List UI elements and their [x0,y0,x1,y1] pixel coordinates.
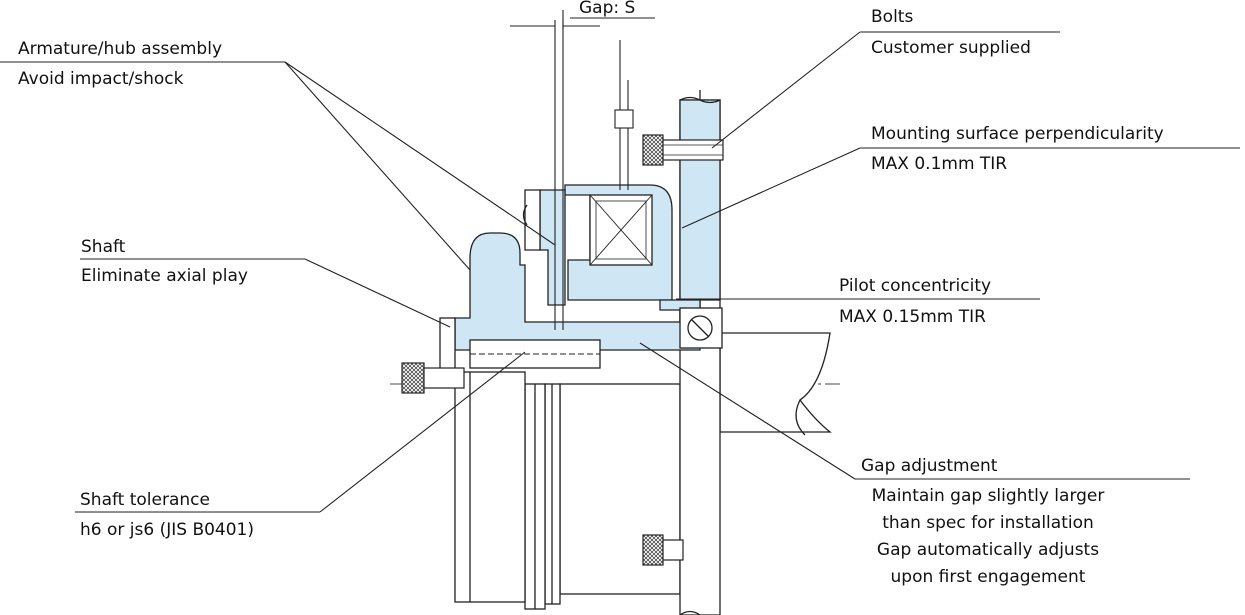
pilot-note: MAX 0.15mm TIR [839,307,986,327]
gap-label: Gap: S [579,0,636,18]
lead-wire [614,40,634,190]
bolt-top [642,134,724,166]
armature-title: Armature/hub assembly [18,39,223,59]
gapadj-leader [639,342,856,480]
bolts-title: Bolts [871,7,914,27]
tolerance-note: h6 or js6 (JIS B0401) [80,520,255,540]
mounting-note: MAX 0.1mm TIR [871,154,1008,174]
armature-plate [522,189,566,306]
gapadj-line3: Gap automatically adjusts [876,540,1100,560]
armature-leader-2 [284,61,556,246]
shaft-leader [304,258,451,328]
shaft-note: Eliminate axial play [81,266,248,286]
bolt-bottom [642,534,684,566]
shaft-title: Shaft [81,237,126,257]
mounting-leader [681,147,861,229]
right-shaft [719,332,832,436]
lower-housing [454,371,681,610]
mounting-title: Mounting surface perpendicularity [871,124,1164,144]
mounting-wall [679,90,721,615]
bolt-left [401,362,465,394]
bolts-leader [711,31,861,149]
armature-leader-1 [284,61,471,271]
pilot-title: Pilot concentricity [839,276,992,296]
gapadj-title: Gap adjustment [861,456,998,476]
gapadj-line1: Maintain gap slightly larger [871,486,1105,506]
bolts-note: Customer supplied [871,38,1031,58]
tolerance-title: Shaft tolerance [80,490,210,510]
hub [439,232,701,374]
gap-dimension [510,10,655,330]
armature-note: Avoid impact/shock [18,69,184,89]
gapadj-line4: upon first engagement [890,567,1086,587]
tol-leader [319,351,526,513]
field-yoke [564,184,701,311]
bearing [679,307,723,349]
gapadj-line2: than spec for installation [882,513,1094,533]
